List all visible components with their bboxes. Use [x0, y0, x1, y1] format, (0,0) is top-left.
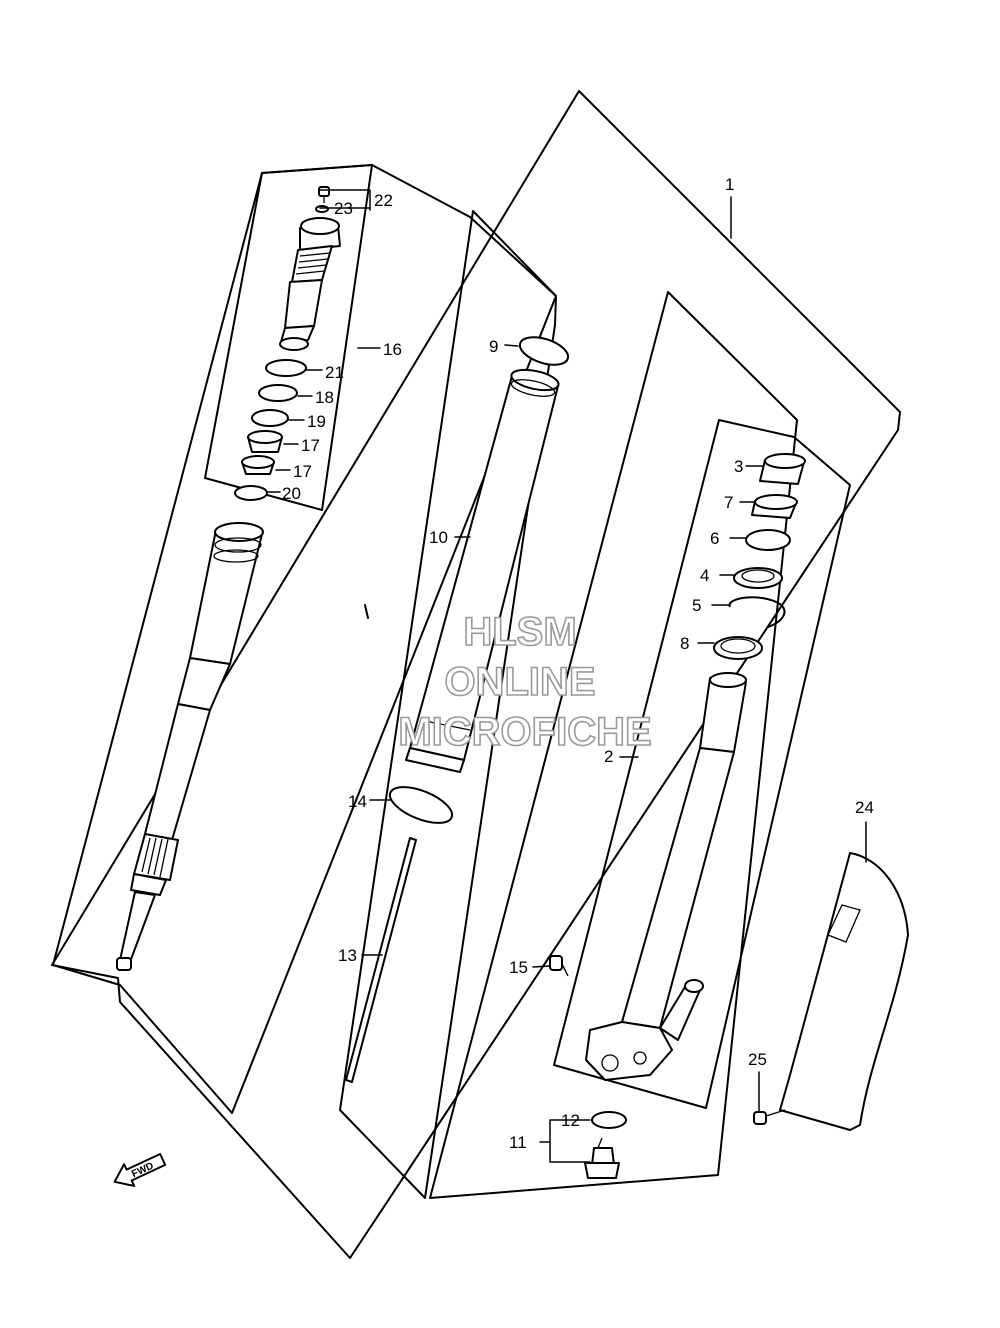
callout-3: 3: [734, 457, 743, 476]
fwd-arrow-icon: FWD: [113, 1152, 167, 1187]
group-outline-10: [339, 210, 557, 1199]
part-24-fork-guard: [779, 852, 909, 1131]
callout-8: 8: [680, 634, 689, 653]
callout-7: 7: [724, 493, 733, 512]
part-6-washer: [745, 529, 791, 551]
assembly-outline-1: [51, 90, 901, 1259]
group-outline-2: [429, 291, 798, 1199]
part-20-ring: [234, 485, 268, 501]
callout-22: 22: [374, 191, 393, 210]
group-outline-damper: [52, 164, 557, 1114]
svg-text:HLSM: HLSM: [463, 610, 576, 654]
leader-lines: [267, 189, 867, 1163]
part-3-bushing: [759, 453, 806, 485]
part-23-washer: [315, 205, 329, 213]
part-13-rod: [345, 837, 417, 1083]
outline-break: [364, 604, 369, 619]
callout-19: 19: [307, 412, 326, 431]
callout-20: 20: [282, 484, 301, 503]
callout-21: 21: [325, 363, 344, 382]
part-17-bushing-a: [247, 430, 283, 453]
svg-text:ONLINE: ONLINE: [444, 660, 595, 704]
callout-15: 15: [509, 958, 528, 977]
part-damper-tube: [116, 522, 264, 971]
callout-1: 1: [725, 175, 734, 194]
svg-text:MICROFICHE: MICROFICHE: [398, 710, 651, 754]
part-5-clip: [728, 596, 786, 628]
group-outline-16: [204, 164, 373, 511]
callout-13: 13: [338, 946, 357, 965]
callout-2: 2: [604, 747, 613, 766]
part-15-bolt: [549, 955, 569, 977]
part-18-ring: [258, 384, 298, 402]
watermark: HLSM ONLINE MICROFICHE: [398, 609, 653, 755]
part-19-ring: [251, 409, 289, 427]
svg-text:FWD: FWD: [130, 1161, 155, 1181]
callout-11: 11: [509, 1133, 527, 1152]
callout-4: 4: [700, 566, 709, 585]
callout-6: 6: [710, 529, 719, 548]
part-21-ring: [265, 359, 307, 377]
callout-18: 18: [315, 388, 334, 407]
callout-10: 10: [429, 528, 448, 547]
part-16-cartridge: [279, 217, 341, 351]
part-14-ring: [388, 786, 454, 824]
callout-9: 9: [489, 337, 498, 356]
part-12-ring: [591, 1111, 627, 1129]
part-2-inner-tube: [585, 672, 747, 1081]
callout-12: 12: [561, 1111, 580, 1130]
callout-24: 24: [855, 798, 874, 817]
part-11-drain-bolt: [584, 1137, 620, 1179]
group-outline-3-8: [553, 419, 851, 1109]
callout-14: 14: [348, 792, 367, 811]
callout-16: 16: [383, 340, 402, 359]
part-7-bushing: [751, 494, 798, 519]
part-17-bushing-b: [241, 455, 275, 475]
part-9-oring: [518, 336, 570, 366]
part-8-dust-seal: [713, 636, 763, 660]
part-10-outer-tube: [405, 368, 560, 773]
callout-5: 5: [692, 596, 701, 615]
callout-17b: 17: [293, 462, 312, 481]
callout-25: 25: [748, 1050, 767, 1069]
callout-23: 23: [334, 199, 353, 218]
callout-17a: 17: [301, 436, 320, 455]
part-4-seal: [733, 567, 783, 589]
part-25-bolt: [753, 1109, 786, 1125]
